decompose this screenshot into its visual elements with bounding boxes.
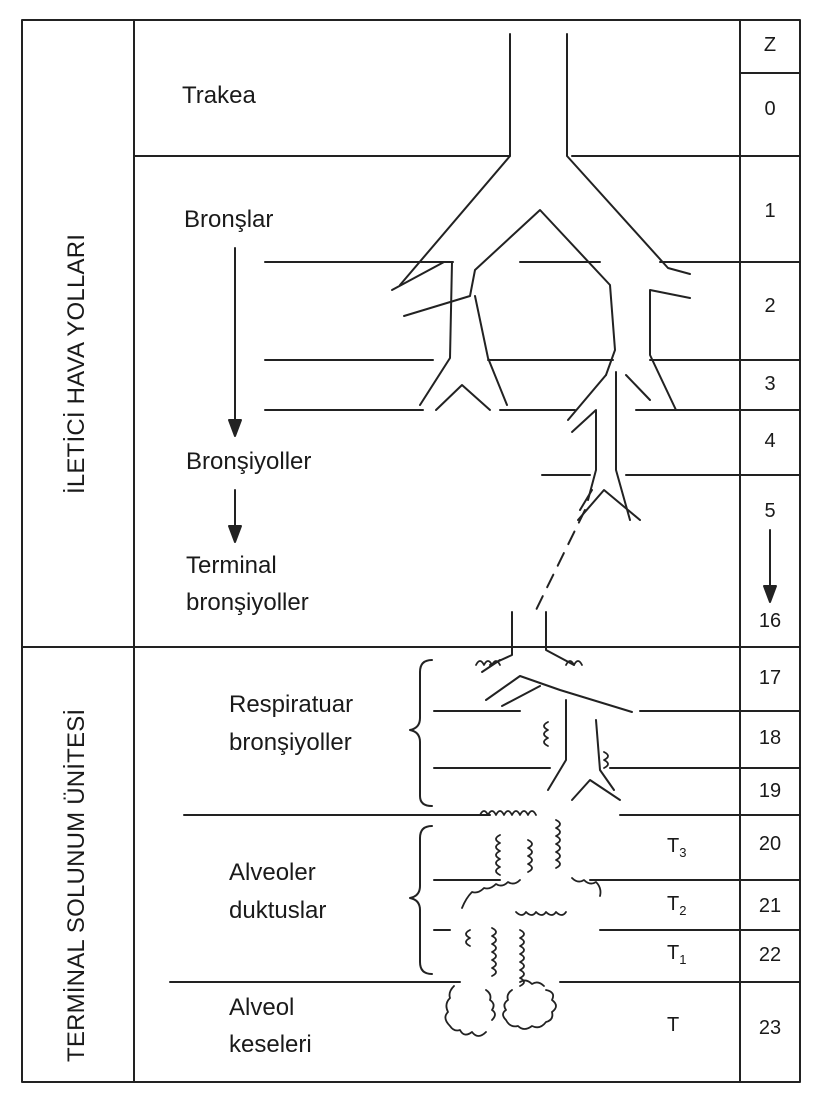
- transition-t2-label: T2: [667, 893, 687, 918]
- generation-20: 20: [758, 833, 782, 855]
- trachea-label: Trakea: [182, 82, 256, 109]
- generation-1: 1: [764, 200, 776, 222]
- terminal-bronchioles-label-line2: bronşiyoller: [186, 589, 309, 616]
- generation-header: Z: [763, 34, 777, 56]
- generation-22: 22: [758, 944, 782, 966]
- bronchioles-label: Bronşiyoller: [186, 448, 312, 475]
- generation-21: 21: [758, 895, 782, 917]
- level-lines: [133, 155, 741, 983]
- generation-4: 4: [764, 430, 776, 452]
- generation-19: 19: [758, 780, 782, 802]
- generation-23: 23: [758, 1017, 782, 1039]
- bronchi-label: Bronşlar: [184, 206, 274, 233]
- respiratory-bronchioles-brace: [409, 659, 433, 807]
- generation-5: 5: [764, 500, 776, 522]
- outer-frame: [21, 19, 801, 1083]
- terminal-t-label: T: [667, 1014, 680, 1036]
- generation-3: 3: [764, 373, 776, 395]
- alveolar-ducts-brace: [409, 825, 433, 975]
- generation-17: 17: [758, 667, 782, 689]
- conducting-airways-label: İLETİCİ HAVA YOLLARI: [63, 233, 90, 494]
- generation-row-lines: [739, 72, 801, 983]
- terminal-bronchioles-label-line1: Terminal: [186, 552, 277, 579]
- generation-0: 0: [764, 98, 776, 120]
- generation-16: 16: [758, 610, 782, 632]
- generation-2: 2: [764, 295, 776, 317]
- airway-tree: [391, 33, 691, 801]
- descending-arrows: [228, 247, 777, 603]
- respiratory-bronchioles-label-line1: Respiratuar: [229, 691, 354, 718]
- generation-18: 18: [758, 727, 782, 749]
- respiratory-bronchioles-label-line2: bronşiyoller: [229, 729, 352, 756]
- transition-t1-label: T1: [667, 942, 687, 967]
- alveolar-ducts-label-line1: Alveoler: [229, 859, 316, 886]
- transition-t3-label: T3: [667, 835, 687, 860]
- alveolar-sacs-label-line2: keseleri: [229, 1031, 312, 1058]
- alveolar-structures: [444, 660, 609, 1037]
- alveolar-sacs-label-line1: Alveol: [229, 994, 295, 1021]
- alveolar-ducts-label-line2: duktuslar: [229, 897, 327, 924]
- terminal-respiratory-unit-label: TERMİNAL SOLUNUM ÜNİTESİ: [63, 708, 90, 1062]
